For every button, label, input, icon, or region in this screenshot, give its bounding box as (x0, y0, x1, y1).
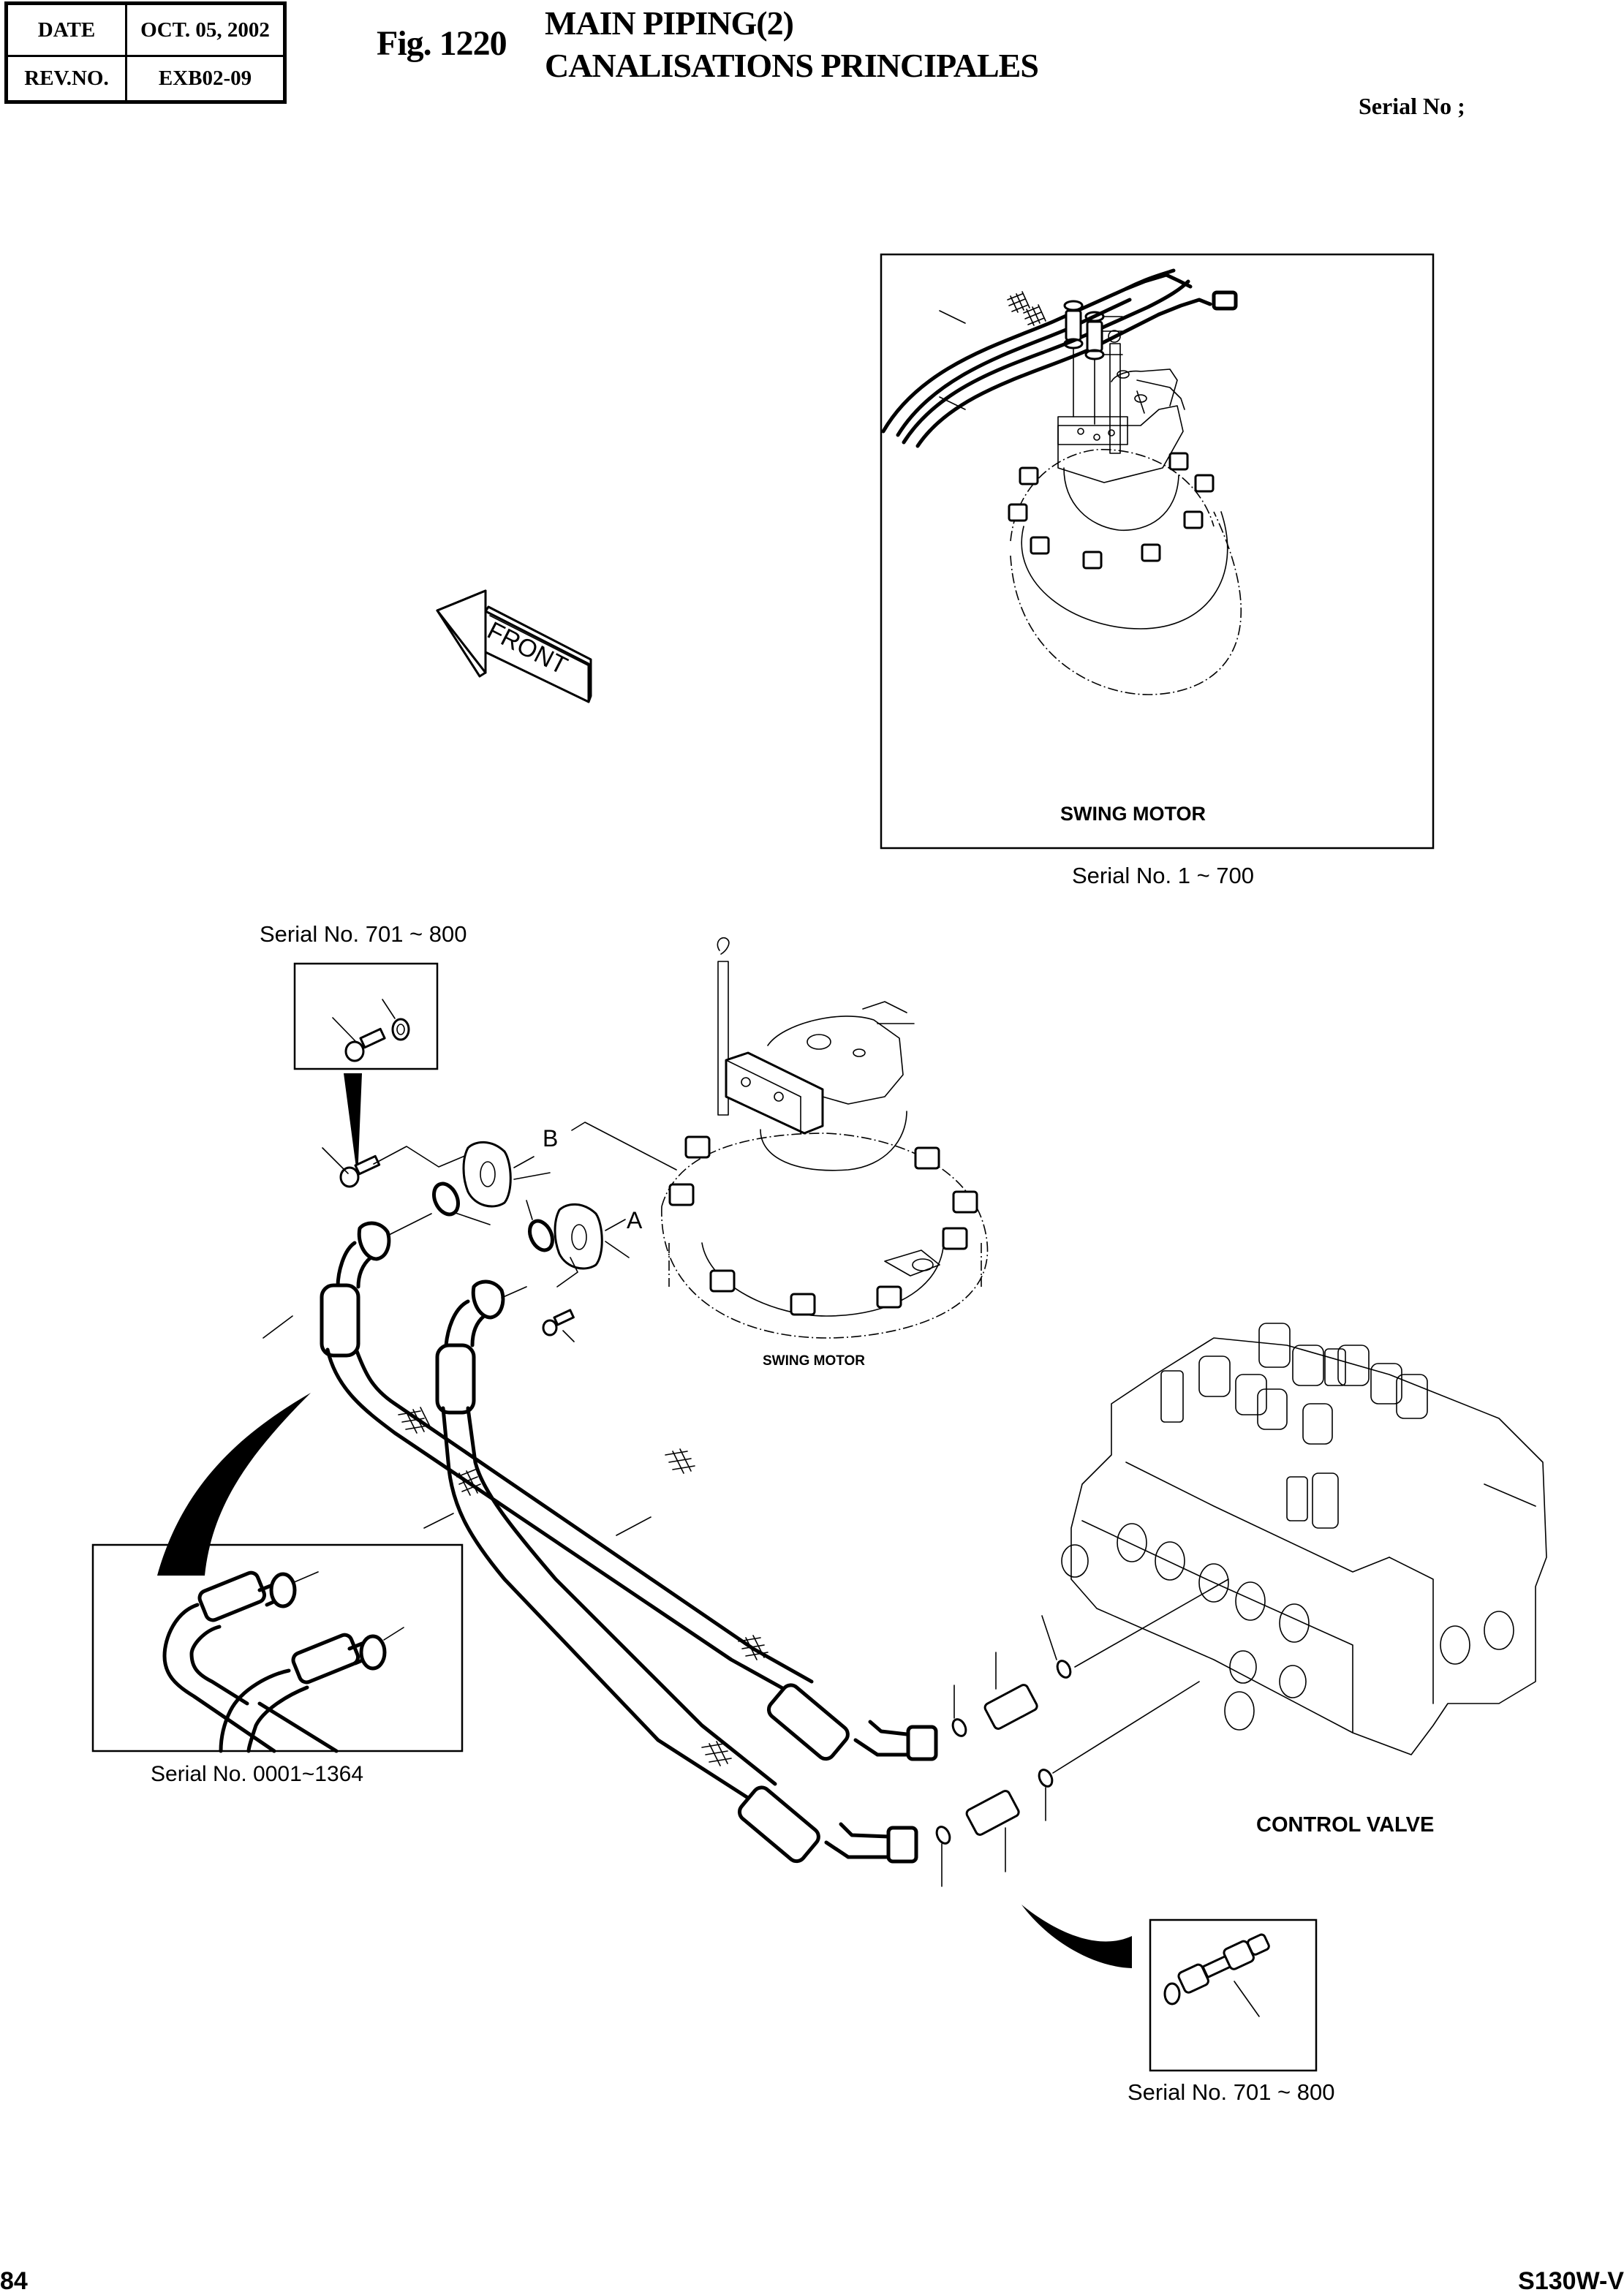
control-valve-label: CONTROL VALVE (1256, 1813, 1434, 1837)
bolt-inset: Serial No. 701 ~ 800 (260, 921, 467, 1179)
bolt-a-icon (542, 1319, 558, 1336)
adapter-icon (983, 1684, 1038, 1730)
washer-icon (391, 1018, 410, 1041)
front-arrow-icon (436, 589, 592, 703)
o-ring-icon (951, 1718, 967, 1737)
main-flange-bolts (668, 1135, 978, 1316)
adapter-inset-frame (1149, 1918, 1318, 2072)
figure-number: Fig. 1220 (377, 24, 507, 63)
port-label-b: B (543, 1125, 558, 1152)
port-label-a: A (627, 1207, 643, 1233)
hose-ferrule-icon (737, 1785, 820, 1864)
swing-motor-inset-label: SWING MOTOR (1060, 803, 1206, 825)
serial-range-1-700: Serial No. 1 ~ 700 (1072, 863, 1254, 888)
socket-bolt-icon (344, 1040, 365, 1062)
page-title-english: MAIN PIPING(2) (545, 4, 794, 42)
o-ring-icon (935, 1826, 951, 1845)
valve-caps (1160, 1323, 1428, 1529)
bolt-b-icon (339, 1166, 360, 1188)
pipe-inset-frame (91, 1543, 464, 1753)
swing-motor-drawing (1008, 330, 1242, 695)
flange-fitting-icon (471, 1279, 505, 1320)
fittings (1063, 300, 1123, 425)
control-valve-drawing (1061, 1323, 1547, 1755)
pointer-wedge-icon (1021, 1905, 1132, 1968)
pipe-ferrule-icon (197, 1570, 267, 1622)
hydraulic-hoses (263, 1213, 938, 1864)
serial-range-0001-1364: Serial No. 0001~1364 (151, 1762, 363, 1786)
rev-value: EXB02-09 (125, 55, 283, 100)
swing-motor-inset: SWING MOTOR (880, 253, 1435, 850)
pipe-inset (91, 1543, 464, 1753)
hose-nut-icon (886, 1826, 918, 1864)
adapter-icon (965, 1790, 1020, 1836)
page-number: 84 (0, 2267, 28, 2295)
pipe-flange-icon (269, 1572, 297, 1608)
hose-ferrule-icon (435, 1343, 476, 1415)
flange-fitting-icon (357, 1221, 391, 1261)
model-code: S130W-V (1518, 2267, 1624, 2295)
split-flange-a-icon (554, 1203, 603, 1270)
serial-number-label: Serial No ; (1359, 93, 1465, 119)
pointer-wedge-icon (344, 1073, 362, 1179)
hose-ferrule-icon (766, 1683, 850, 1761)
pipe-ferrule-icon (291, 1633, 360, 1685)
hose-pair (881, 268, 1238, 448)
hose-nut-icon (906, 1725, 938, 1761)
o-ring-icon (1038, 1769, 1054, 1788)
main-swing-motor (661, 937, 989, 1339)
pointer-wedge-icon (157, 1393, 311, 1576)
adapter-inset (1021, 1905, 1318, 2072)
date-label: DATE (37, 18, 96, 42)
valve-adapters (935, 1578, 1229, 1887)
pipe-flange-icon (359, 1634, 387, 1671)
bolt-inset-frame (293, 962, 439, 1070)
o-ring-b-icon (432, 1181, 460, 1217)
o-ring-a-icon (528, 1219, 554, 1252)
rev-label: REV.NO. (8, 55, 125, 100)
split-flange-b-icon (462, 1141, 512, 1208)
flange-bolts (1008, 452, 1215, 570)
page-title-french: CANALISATIONS PRINCIPALES (545, 47, 1039, 84)
main-swing-motor-label: SWING MOTOR (763, 1353, 865, 1369)
revision-table: DATE OCT. 05, 2002 REV.NO. EXB02-09 (4, 1, 287, 104)
serial-range-701-800-adapter: Serial No. 701 ~ 800 (1128, 2079, 1335, 2105)
flange-parts: B A (322, 1122, 677, 1342)
o-ring-icon (1056, 1660, 1072, 1679)
date-value: OCT. 05, 2002 (125, 5, 283, 55)
valve-ports (1061, 1523, 1514, 1731)
inset-frame (880, 253, 1435, 850)
hose-ferrule-icon (320, 1283, 360, 1358)
serial-range-701-800-bolt: Serial No. 701 ~ 800 (260, 921, 467, 947)
